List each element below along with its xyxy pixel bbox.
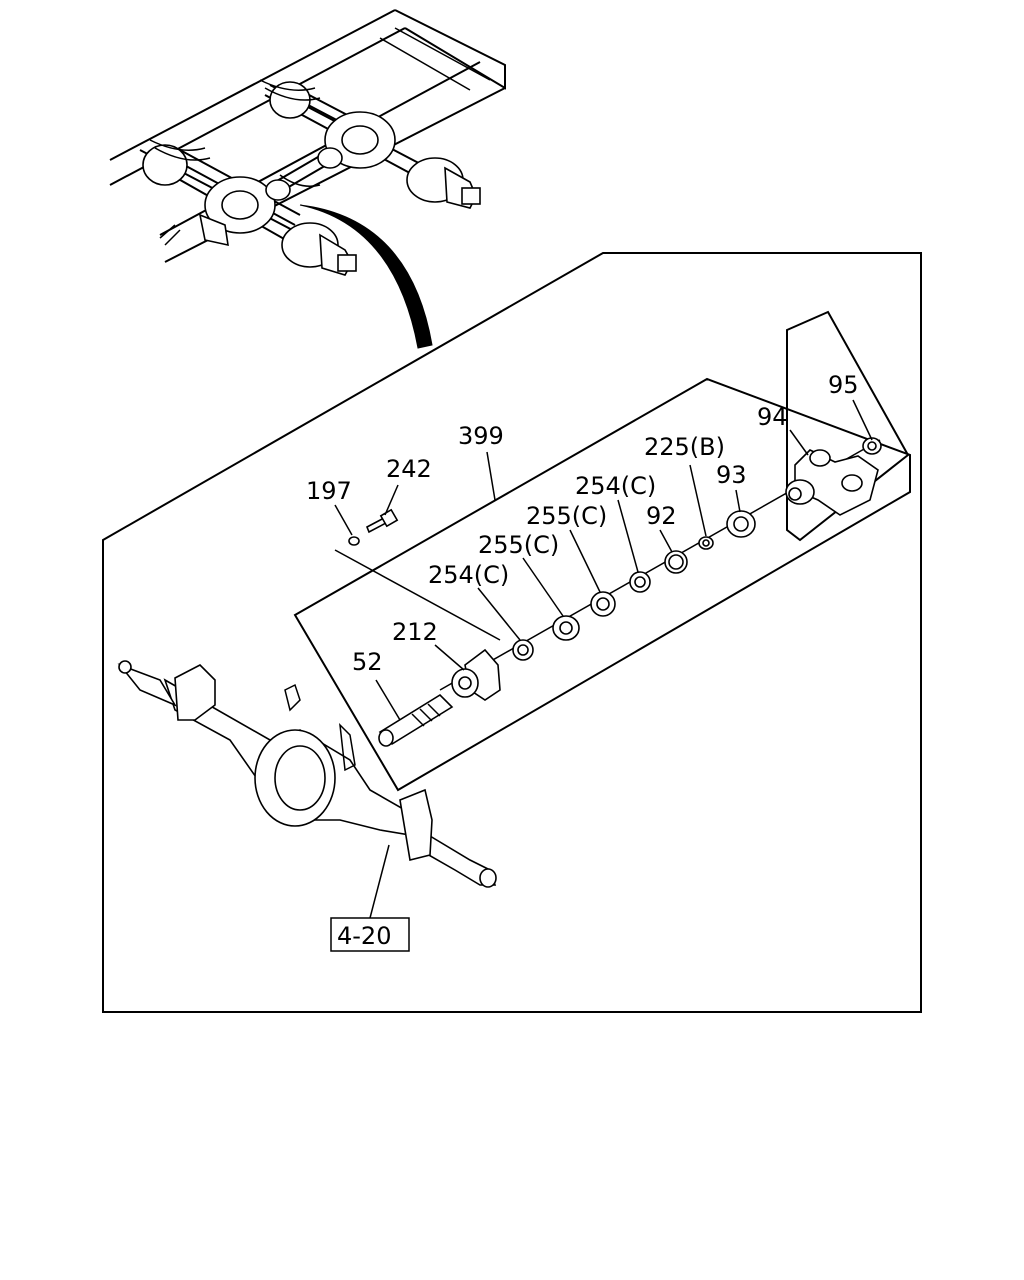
detail-frame: [102, 252, 922, 1013]
part-254c-race-upper: [629, 571, 651, 593]
callout-52: 52: [352, 648, 383, 676]
part-197-washer: [348, 536, 360, 546]
callout-95: 95: [828, 371, 859, 399]
callout-254c-low: 254(C): [428, 561, 509, 589]
bolt-leader-line: [334, 549, 501, 641]
callout-93: 93: [716, 461, 747, 489]
part-52-pinion: [378, 693, 454, 747]
part-242-bolt: [365, 508, 399, 534]
part-225b-ring: [698, 536, 714, 550]
ref-box-4-20[interactable]: [330, 917, 410, 952]
part-92-shim: [664, 550, 688, 574]
pointer-arrow: [299, 204, 433, 349]
part-255c-bearing-lower: [552, 615, 580, 641]
assembly-399-outline: [293, 377, 911, 792]
callout-197: 197: [306, 477, 352, 505]
ref-label-4-20: 4-20: [337, 922, 391, 950]
callout-255c-a: 255(C): [526, 502, 607, 530]
part-93-oil-seal: [726, 510, 756, 538]
part-254c-race-lower: [512, 639, 534, 661]
callout-225b: 225(B): [644, 433, 725, 461]
part-255c-bearing-upper: [590, 591, 616, 617]
part-95-nut: [862, 437, 882, 455]
callout-254c-top: 254(C): [575, 472, 656, 500]
callout-399: 399: [458, 422, 504, 450]
callout-94: 94: [757, 403, 788, 431]
callout-242: 242: [386, 455, 432, 483]
chassis-overview: [109, 9, 506, 276]
leader-lines: [334, 399, 873, 919]
axle-housing: [117, 660, 497, 888]
callout-212: 212: [392, 618, 438, 646]
callout-255c-b: 255(C): [478, 531, 559, 559]
part-212-carrier: [451, 648, 501, 701]
callout-92: 92: [646, 502, 677, 530]
part-94-yoke: [785, 449, 879, 516]
